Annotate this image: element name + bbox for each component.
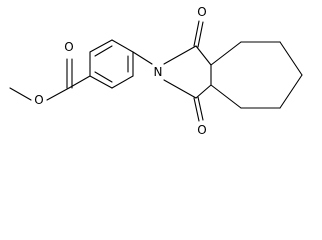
atom-bg-o-top (196, 5, 208, 19)
bond-n-c-bottom (163, 79, 197, 99)
bond-n-c-top (163, 45, 197, 65)
atom-layer: O O N O O (33, 5, 208, 137)
atom-bg-n (152, 65, 164, 79)
bond-ring-n (132, 51, 153, 65)
atom-o-methyl: O (34, 93, 43, 107)
atom-o-top: O (197, 5, 206, 19)
bond-ring-2 (89, 39, 113, 53)
structure-diagram: O O N O O (9, 5, 303, 137)
atom-o-carbonyl: O (64, 40, 73, 54)
bond-hex-3 (279, 41, 303, 76)
atom-bg-o-bottom (196, 123, 208, 137)
bond-ring-inner-3 (94, 71, 113, 83)
bond-co-top-b (197, 21, 204, 48)
bond-co-bottom-b (197, 96, 204, 121)
bond-o-carbonyl-c (46, 87, 70, 101)
bond-ring-6 (89, 75, 113, 89)
bond-co-top-a (193, 20, 200, 47)
atom-bg-o-methyl (33, 93, 45, 107)
bond-methyl-o (9, 87, 32, 101)
bond-c-bottom-junction (195, 84, 212, 99)
atom-n: N (154, 65, 163, 79)
bond-hex-4 (279, 74, 303, 109)
bond-ester-c-ring (68, 75, 91, 89)
bond-hex-6 (210, 84, 242, 109)
bond-ring-3 (111, 39, 134, 53)
bond-ring-5 (111, 75, 134, 89)
bond-co-bottom-a (193, 97, 200, 122)
bond-c-top-junction (195, 45, 212, 66)
bond-ring-inner-1 (94, 45, 113, 57)
atom-o-bottom: O (197, 123, 206, 137)
bond-hex-1 (210, 41, 242, 66)
atom-bg-o-carbonyl (63, 40, 75, 54)
bond-layer (9, 20, 303, 122)
